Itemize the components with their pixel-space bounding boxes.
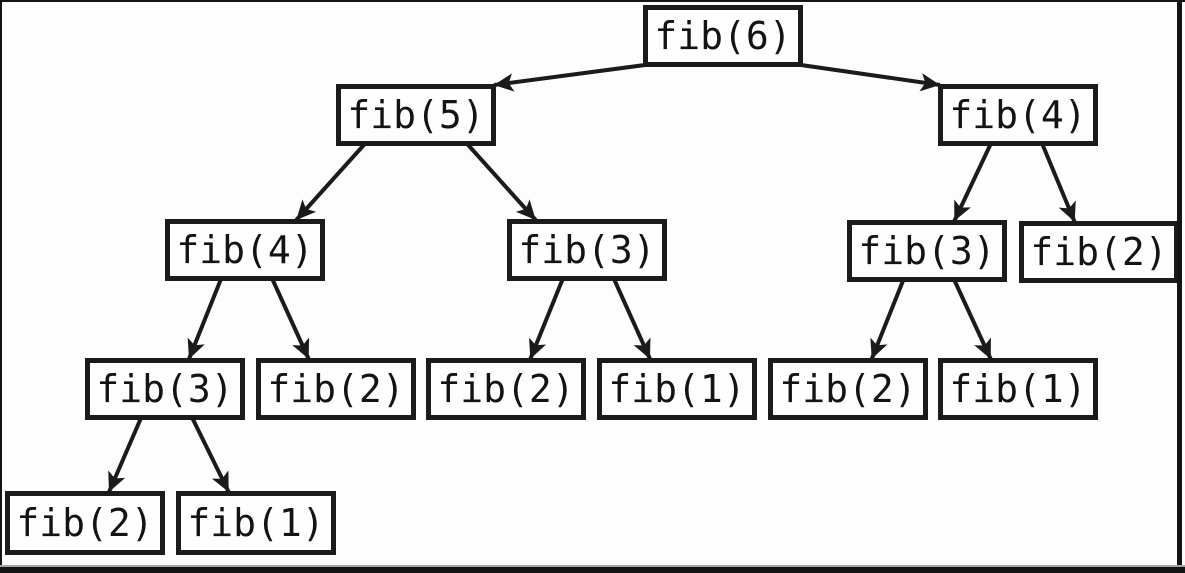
tree-edge-fib3-r-to-fib1-rr: [952, 279, 993, 360]
tree-node-fib2-rr: fib(2): [1019, 221, 1179, 283]
tree-node-fib2-rl: fib(2): [768, 358, 928, 420]
tree-edge-fib4-r-to-fib2-rr: [1040, 143, 1077, 223]
tree-node-fib4-r: fib(4): [938, 84, 1098, 146]
tree-node-fib2-lr: fib(2): [256, 358, 416, 420]
frame-bottom-border: [0, 565, 1185, 573]
tree-node-fib4-l: fib(4): [165, 219, 325, 281]
tree-node-fib2-bl: fib(2): [5, 491, 165, 555]
tree-edge-fib4-r-to-fib3-r: [952, 143, 993, 222]
frame-left-border: [0, 0, 2, 573]
tree-edge-fib3-ll-to-fib2-bl: [107, 417, 143, 493]
tree-node-fib1-br: fib(1): [176, 491, 336, 555]
tree-node-fib1-mr: fib(1): [597, 358, 757, 420]
tree-edge-fib4-l-to-fib2-lr: [270, 278, 311, 360]
tree-node-fib3-ll: fib(3): [85, 358, 245, 420]
frame-right-border: [1177, 0, 1182, 573]
tree-node-fib5: fib(5): [336, 84, 496, 146]
tree-edge-fib3-m-to-fib1-mr: [612, 278, 652, 360]
tree-edge-fib4-l-to-fib3-ll: [187, 278, 223, 360]
tree-edge-fib5-to-fib3-m: [465, 142, 538, 222]
frame-top-border: [0, 0, 1185, 2]
tree-edge-fib3-r-to-fib2-rl: [869, 279, 906, 360]
tree-edge-fib3-m-to-fib2-ml: [528, 278, 565, 360]
tree-edge-fib3-ll-to-fib1-br: [190, 417, 231, 493]
tree-edge-fib6-to-fib4-r: [800, 63, 941, 92]
tree-node-fib6: fib(6): [643, 5, 803, 67]
tree-edge-fib5-to-fib4-l: [294, 142, 367, 222]
tree-node-fib1-rr: fib(1): [938, 358, 1098, 420]
tree-node-fib2-ml: fib(2): [426, 358, 586, 420]
tree-edge-fib6-to-fib5: [493, 63, 646, 92]
tree-node-fib3-r: fib(3): [847, 220, 1007, 282]
tree-node-fib3-m: fib(3): [507, 219, 667, 281]
